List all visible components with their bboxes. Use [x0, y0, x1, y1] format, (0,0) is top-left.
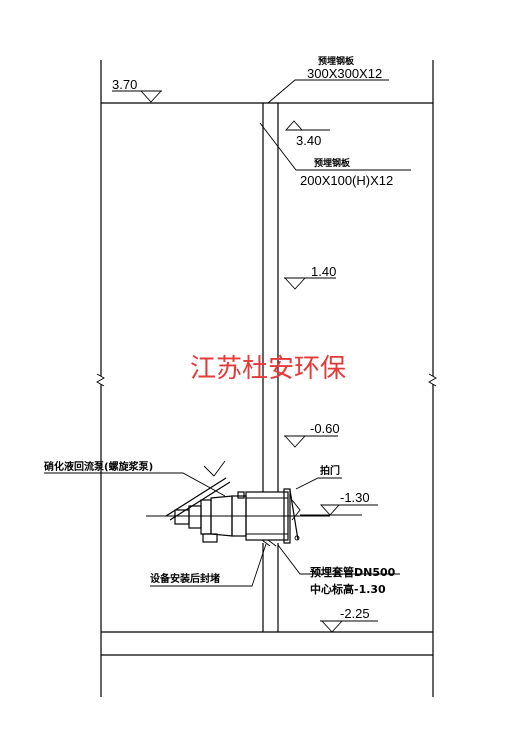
pump-assembly	[146, 460, 330, 547]
center-elev-label: 中心标高-1.30	[310, 582, 386, 596]
elev-140: 1.40	[311, 264, 336, 279]
plate-mid-size: 200X100(H)X12	[300, 173, 393, 188]
watermark-text: 江苏杜安环保	[190, 354, 346, 384]
seal-wall-label: 设备安装后封堵	[150, 572, 220, 585]
text-labels: 3.70 预埋钢板 300X300X12 3.40 预埋钢板 200X100(H…	[44, 55, 396, 621]
structure-lines	[96, 60, 437, 697]
elev-340: 3.40	[296, 133, 321, 148]
elev-060: -0.60	[310, 421, 340, 436]
elevation-marks	[112, 90, 378, 633]
plate-top-cn: 预埋钢板	[318, 55, 355, 67]
plate-mid-cn: 预埋钢板	[314, 157, 351, 169]
leader-lines	[44, 79, 411, 587]
flap-gate-label: 拍门	[320, 464, 340, 477]
elev-130: -1.30	[340, 490, 370, 505]
pump-name: 硝化液回流泵(螺旋浆泵)	[44, 460, 153, 473]
elev-top: 3.70	[112, 77, 137, 92]
plate-top-size: 300X300X12	[307, 66, 382, 81]
elev-225: -2.25	[340, 606, 370, 621]
sleeve-label: 预埋套管DN500	[310, 565, 396, 579]
